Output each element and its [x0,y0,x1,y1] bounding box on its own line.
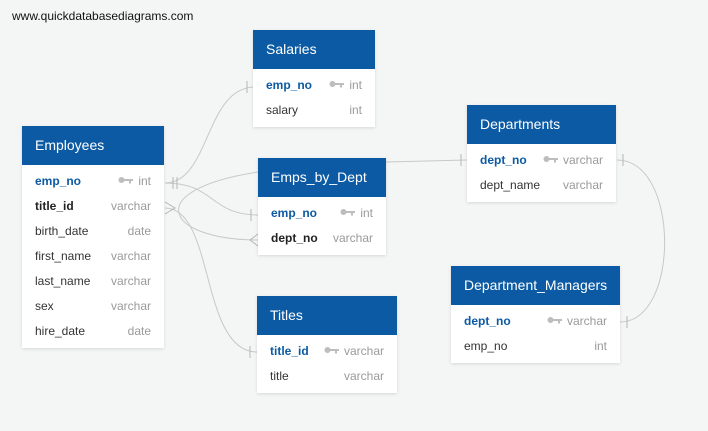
table-employees[interactable]: Employees emp_no int title_id varchar bi… [22,126,164,348]
field-row[interactable]: emp_no int [451,334,620,359]
field-row[interactable]: emp_no int [253,73,375,98]
field-row[interactable]: emp_no int [22,169,164,194]
link-employees-salaries [164,86,256,184]
field-row[interactable]: title varchar [257,364,397,389]
table-title[interactable]: Titles [257,296,397,335]
field-name: dept_name [480,178,541,192]
field-type: int [349,103,362,117]
field-name: title_id [35,199,74,213]
field-name: first_name [35,249,92,263]
field-type: varchar [110,249,151,263]
table-departments[interactable]: Departments dept_no varchar dept_name va… [467,105,616,202]
table-title[interactable]: Department_Managers [451,266,620,305]
key-icon [329,72,345,97]
field-name: dept_no [464,314,511,328]
watermark-text[interactable]: www.quickdatabasediagrams.com [12,9,194,23]
key-icon [547,308,562,333]
field-name: hire_date [35,324,86,338]
field-row[interactable]: title_id varchar [22,194,164,219]
field-name: emp_no [464,339,508,353]
field-row[interactable]: birth_date date [22,219,164,244]
key-icon [118,168,134,193]
link-dept-managers-departments [616,159,666,323]
field-row[interactable]: last_name varchar [22,269,164,294]
field-type: varchar [343,369,384,383]
field-type: varchar [562,178,603,192]
field-name: emp_no [271,206,318,220]
key-icon [340,200,356,225]
field-type: varchar [324,339,384,364]
field-name: emp_no [35,174,82,188]
field-type: varchar [547,309,607,334]
field-row[interactable]: salary int [253,98,375,123]
field-name: last_name [35,274,91,288]
key-icon [324,338,339,363]
many-marker [164,201,176,215]
field-row[interactable]: dept_no varchar [258,226,386,251]
field-name: dept_no [480,153,527,167]
table-title[interactable]: Departments [467,105,616,144]
field-type: int [594,339,607,353]
table-titles[interactable]: Titles title_id varchar title varchar [257,296,397,393]
field-name: title_id [270,344,309,358]
field-type: int [340,201,373,226]
field-type: varchar [332,231,373,245]
table-emps-by-dept[interactable]: Emps_by_Dept emp_no int dept_no varchar [258,158,386,255]
field-name: title [270,369,289,383]
one-marker [172,177,178,189]
field-name: sex [35,299,54,313]
field-type: date [127,224,151,238]
field-row[interactable]: emp_no int [258,201,386,226]
table-title[interactable]: Salaries [253,30,375,69]
many-marker [249,233,259,247]
field-name: dept_no [271,231,318,245]
table-salaries[interactable]: Salaries emp_no int salary int [253,30,375,127]
field-type: date [127,324,151,338]
key-icon [543,147,558,172]
field-name: emp_no [266,78,313,92]
field-row[interactable]: hire_date date [22,319,164,344]
field-row[interactable]: title_id varchar [257,339,397,364]
table-title[interactable]: Employees [22,126,164,165]
field-row[interactable]: sex varchar [22,294,164,319]
field-type: int [329,73,362,98]
table-title[interactable]: Emps_by_Dept [258,158,386,197]
field-name: birth_date [35,224,89,238]
field-type: int [118,169,151,194]
table-department-managers[interactable]: Department_Managers dept_no varchar emp_… [451,266,620,363]
field-type: varchar [110,299,151,313]
link-employees-emps-by-dept [164,182,259,216]
field-type: varchar [543,148,603,173]
field-row[interactable]: dept_no varchar [451,309,620,334]
field-row[interactable]: dept_no varchar [467,148,616,173]
field-name: salary [266,103,299,117]
field-type: varchar [110,274,151,288]
field-row[interactable]: dept_name varchar [467,173,616,198]
field-type: varchar [110,199,151,213]
field-row[interactable]: first_name varchar [22,244,164,269]
link-employees-titles [164,207,258,353]
